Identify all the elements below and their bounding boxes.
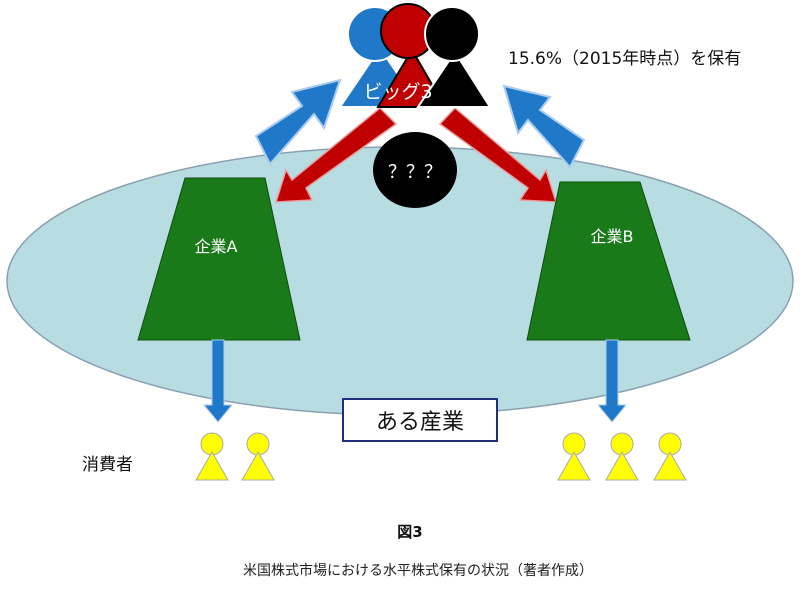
down-arrow-a-icon bbox=[202, 339, 234, 423]
big3-label: ビッグ3 bbox=[363, 81, 432, 103]
red-arrow-left-icon bbox=[274, 106, 398, 203]
consumer-icon bbox=[557, 432, 591, 481]
industry-label-box bbox=[342, 398, 498, 442]
consumers-label: 消費者 bbox=[82, 455, 133, 475]
unknown-bubble bbox=[373, 132, 457, 208]
big3-group: ビッグ3 bbox=[338, 3, 492, 108]
consumer-icon bbox=[653, 432, 687, 481]
consumer-icon bbox=[195, 432, 229, 481]
company-a-label: 企業A bbox=[195, 237, 238, 256]
blue-arrow-left-icon bbox=[254, 78, 342, 166]
industry-label: ある産業 bbox=[376, 410, 464, 435]
company-b-label: 企業B bbox=[591, 227, 634, 246]
holding-note: 15.6%（2015年時点）を保有 bbox=[508, 49, 741, 69]
blue-arrow-right-icon bbox=[502, 84, 586, 169]
unknown-label: ？？？ bbox=[388, 162, 442, 183]
company-a-shape bbox=[137, 177, 301, 341]
red-arrow-right-icon bbox=[438, 106, 558, 203]
down-arrow-b-icon bbox=[596, 339, 628, 423]
consumer-icon bbox=[605, 432, 639, 481]
company-b-shape bbox=[526, 181, 691, 341]
figure-caption: 米国株式市場における水平株式保有の状況（著者作成） bbox=[243, 562, 593, 579]
consumer-icon bbox=[241, 432, 275, 481]
figure-title: 図3 bbox=[397, 523, 422, 541]
